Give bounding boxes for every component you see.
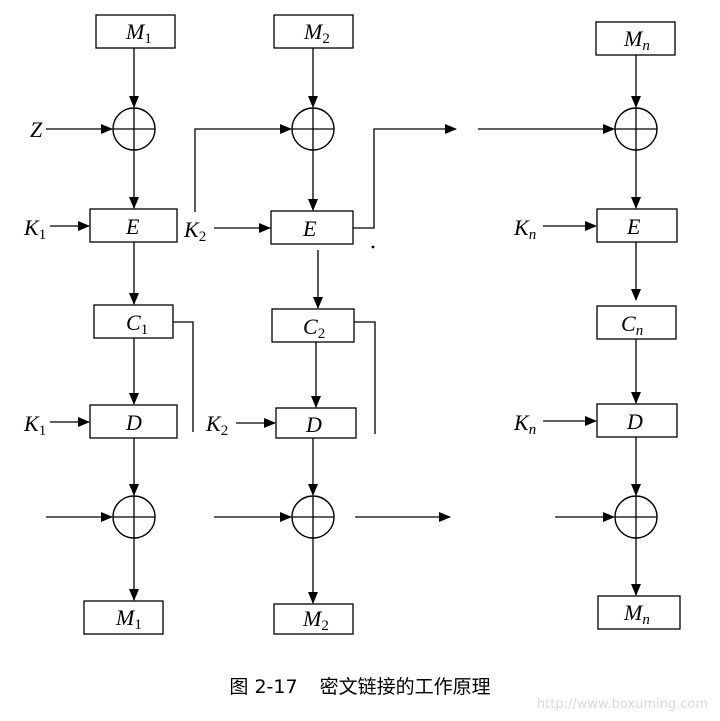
stray-dot <box>371 245 375 249</box>
key-kn-decrypt-label: Kn <box>513 410 536 438</box>
output-m1-label: M1 <box>115 605 142 633</box>
encrypt-en-box <box>596 208 678 243</box>
xor-1-encrypt <box>112 107 156 151</box>
ciphertext-cn-box <box>596 305 677 340</box>
key-k2-encrypt-label: K2 <box>183 217 206 245</box>
plaintext-m1-box <box>95 14 176 49</box>
plaintext-mn-label: Mn <box>623 26 650 54</box>
decrypt-d2-box <box>275 407 357 439</box>
encrypt-e2-label: E <box>302 216 317 241</box>
output-mn-box <box>597 595 681 630</box>
xor-1-decrypt <box>112 495 156 539</box>
initial-vector-z-label: Z <box>30 117 43 142</box>
c2-feedback-line <box>354 321 376 434</box>
figure-number: 图 2-17 <box>229 676 298 698</box>
encrypt-e1-box <box>89 208 178 243</box>
ciphertext-cn-label: Cn <box>621 311 643 339</box>
chaining-line-e2-output <box>353 124 457 229</box>
xor-n-encrypt <box>614 107 658 151</box>
xor-2-encrypt <box>291 107 335 151</box>
output-mn-label: Mn <box>623 600 650 628</box>
key-k2-decrypt-label: K2 <box>205 411 228 439</box>
chaining-line-c1-to-xor-2 <box>194 124 292 212</box>
figure-caption: 图 2-17 密文链接的工作原理 <box>0 672 720 699</box>
xor-n-decrypt <box>614 495 658 539</box>
ciphertext-c1-label: C1 <box>126 310 148 338</box>
decrypt-dn-label: D <box>626 409 643 434</box>
key-kn-encrypt-label: Kn <box>513 215 536 243</box>
decrypt-dn-box <box>596 403 678 438</box>
column-2: M2 E K2 C2 D K2 M2 <box>183 14 457 635</box>
ciphertext-c2-box <box>271 308 355 343</box>
encrypt-e1-label: E <box>125 214 140 239</box>
output-m1-box <box>83 600 164 635</box>
encrypt-e2-box <box>270 210 354 245</box>
output-m2-box <box>273 603 354 635</box>
plaintext-m2-label: M2 <box>303 19 330 47</box>
figure-title: 密文链接的工作原理 <box>319 676 491 698</box>
watermark: http://www.boxuming.com <box>536 697 708 712</box>
column-1: M1 Z E K1 C1 D K1 M1 <box>23 14 194 635</box>
key-k1-decrypt-label: K1 <box>23 411 46 439</box>
c1-feedback-line <box>173 321 194 432</box>
ciphertext-c2-label: C2 <box>303 314 325 342</box>
plaintext-m1-label: M1 <box>125 19 152 47</box>
column-n: Mn E Kn Cn D Kn Mn <box>478 21 681 630</box>
xor-2-decrypt <box>291 495 335 539</box>
decrypt-d1-label: D <box>125 410 142 435</box>
decrypt-d2-label: D <box>305 412 322 437</box>
encrypt-en-label: E <box>626 214 641 239</box>
key-k1-encrypt-label: K1 <box>23 215 46 243</box>
output-m2-label: M2 <box>302 606 329 634</box>
decrypt-d1-box <box>89 404 178 439</box>
plaintext-m2-box <box>273 14 354 49</box>
